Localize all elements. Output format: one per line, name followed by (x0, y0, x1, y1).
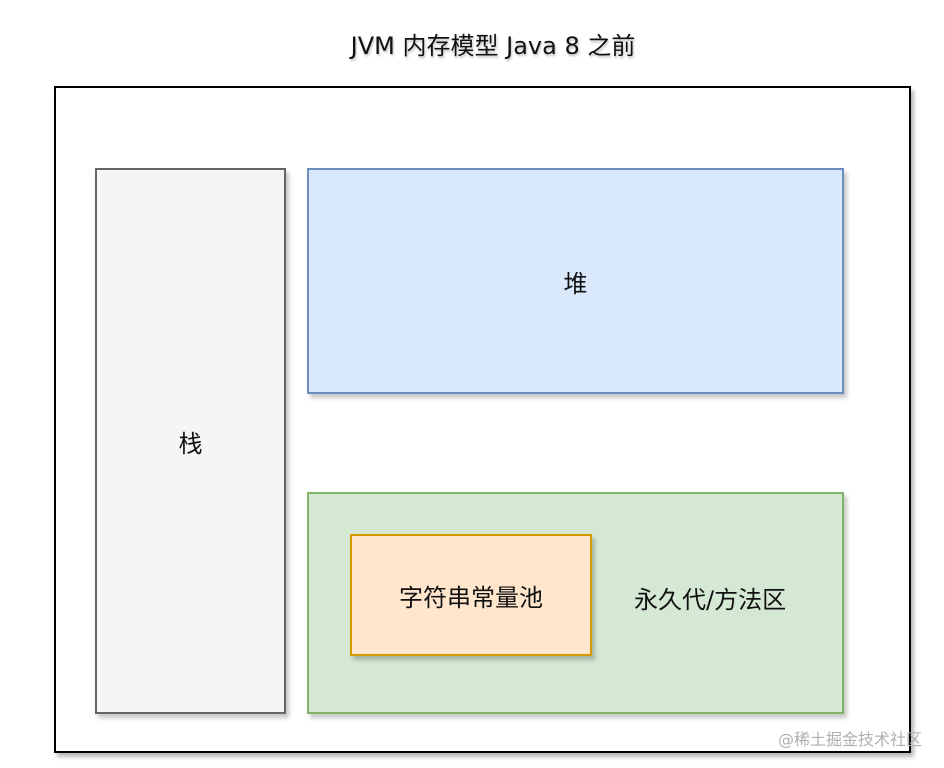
stack-label: 栈 (178, 429, 203, 458)
permgen-label: 永久代/方法区 (634, 586, 787, 614)
diagram-title: JVM 内存模型 Java 8 之前 (350, 32, 636, 60)
heap-region: 堆 (307, 168, 844, 394)
watermark: @稀土掘金技术社区 (777, 730, 922, 749)
heap-label: 堆 (563, 269, 588, 298)
string-pool-label: 字符串常量池 (399, 583, 543, 612)
stack-region: 栈 (95, 168, 286, 714)
string-constant-pool-region: 字符串常量池 (350, 534, 592, 656)
